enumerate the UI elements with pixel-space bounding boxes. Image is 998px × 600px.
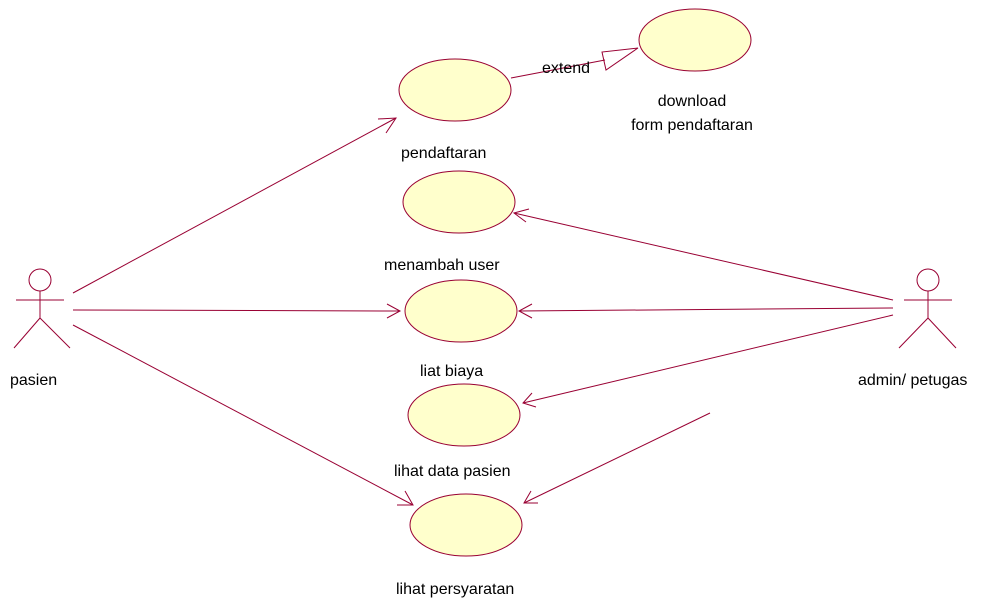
pasien-associations — [72, 117, 414, 506]
assoc-pasien-pendaftaran — [72, 117, 397, 294]
assoc-admin-menambah-user — [513, 212, 894, 301]
arrowhead-liat-biaya-admin — [517, 303, 533, 319]
actor-pasien-left-leg — [13, 317, 41, 349]
arrowhead-lihat-persyaratan-pasien — [397, 490, 414, 506]
use-case-lihat-data-pasien — [407, 383, 521, 447]
actor-pasien: pasien — [10, 268, 71, 389]
actor-admin-label: admin/ petugas — [858, 372, 967, 389]
use-case-lihat-persyaratan — [409, 493, 523, 557]
extend-label: extend — [542, 60, 590, 77]
actor-pasien-label: pasien — [10, 372, 57, 389]
use-case-liat-biaya-label: liat biaya — [420, 363, 483, 380]
use-case-lihat-persyaratan-label: lihat persyaratan — [396, 581, 514, 598]
assoc-admin-liat-biaya — [518, 307, 894, 312]
actor-admin-head — [916, 268, 940, 292]
use-case-lihat-data-pasien-label: lihat data pasien — [394, 463, 511, 480]
arrowhead-menambah-user — [512, 208, 530, 223]
assoc-pasien-lihat-persyaratan — [72, 324, 414, 506]
use-case-download-label-line1: download — [658, 93, 727, 110]
extend-relation: extend — [510, 47, 639, 79]
arrowhead-pendaftaran — [377, 117, 397, 134]
admin-associations — [512, 208, 894, 504]
use-case-liat-biaya — [404, 279, 518, 343]
actor-pasien-head — [28, 268, 52, 292]
use-case-download-label-line2: form pendaftaran — [631, 117, 753, 134]
assoc-pasien-liat-biaya — [72, 309, 401, 312]
use-case-pendaftaran-label: pendaftaran — [401, 145, 486, 162]
extend-line — [510, 59, 606, 79]
actor-admin-left-leg — [898, 317, 929, 349]
use-case-menambah-user — [402, 170, 516, 234]
actor-admin-right-leg — [927, 317, 957, 349]
use-case-menambah-user-label: menambah user — [384, 257, 500, 274]
use-case-download-form — [638, 8, 752, 72]
assoc-admin-lihat-persyaratan — [523, 412, 711, 504]
assoc-admin-lihat-data-pasien — [522, 314, 894, 404]
actor-pasien-right-leg — [39, 317, 71, 349]
arrowhead-lihat-persyaratan-admin — [523, 490, 538, 504]
arrowhead-lihat-data-pasien — [522, 392, 537, 408]
use-case-pendaftaran — [398, 58, 512, 122]
extend-arrowhead — [601, 47, 639, 71]
actor-admin: admin/ petugas — [858, 268, 967, 389]
arrowhead-liat-biaya-pasien — [386, 303, 402, 319]
